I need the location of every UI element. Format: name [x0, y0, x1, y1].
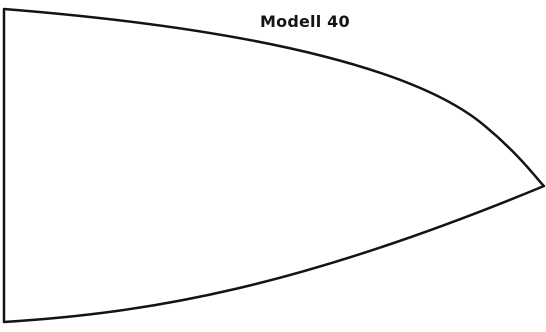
template-outline-shape: [2, 7, 546, 324]
model-title: Modell 40: [260, 12, 350, 31]
